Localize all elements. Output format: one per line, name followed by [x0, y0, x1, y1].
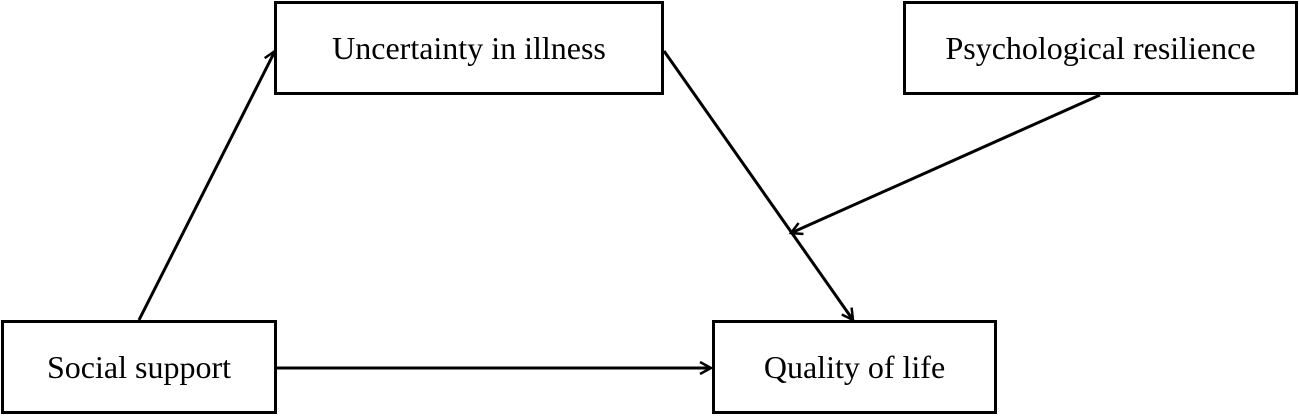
arrow-uncertainty-to-quality — [662, 50, 853, 320]
node-label-resilience: Psychological resilience — [945, 29, 1256, 66]
arrow-resilience-to-path — [791, 93, 1101, 233]
node-label-quality: Quality of life — [763, 348, 946, 385]
node-social-support: Social support — [1, 320, 277, 414]
node-psychological-resilience: Psychological resilience — [903, 1, 1298, 95]
arrow-social-to-uncertainty — [137, 51, 275, 321]
node-quality-of-life: Quality of life — [712, 320, 997, 414]
node-label-social: Social support — [47, 348, 231, 385]
node-uncertainty-in-illness: Uncertainty in illness — [274, 1, 664, 95]
node-label-uncertainty: Uncertainty in illness — [332, 29, 606, 66]
